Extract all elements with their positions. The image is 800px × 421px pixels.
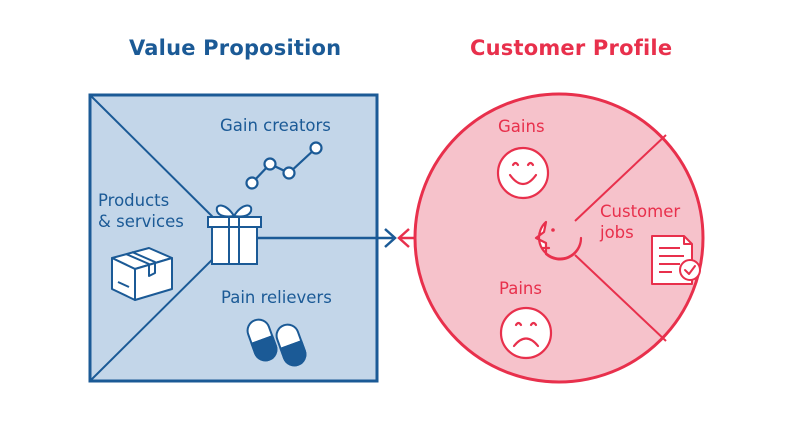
customer-profile-circle xyxy=(413,92,705,384)
products-services-label-line1: Products xyxy=(98,191,170,210)
pills-icon xyxy=(246,318,307,367)
smiley-icon xyxy=(496,146,550,200)
gains-label: Gains xyxy=(498,117,545,136)
gift-icon xyxy=(207,204,262,265)
pain-relievers-label: Pain relievers xyxy=(221,288,332,307)
products-services-label-line2: & services xyxy=(98,212,184,231)
pains-label: Pains xyxy=(499,279,542,298)
line-chart-icon xyxy=(245,141,323,190)
value-proposition-title: Value Proposition xyxy=(129,36,342,60)
gain-creators-label: Gain creators xyxy=(220,116,331,135)
customer-profile-title: Customer Profile xyxy=(470,36,673,60)
document-check-icon xyxy=(651,235,701,285)
box-icon xyxy=(111,247,173,301)
customer-jobs-label-line1: Customer xyxy=(600,202,681,221)
profile-face-icon xyxy=(534,220,583,261)
sad-face-icon xyxy=(499,306,553,360)
customer-jobs-label-line2: jobs xyxy=(600,223,634,242)
